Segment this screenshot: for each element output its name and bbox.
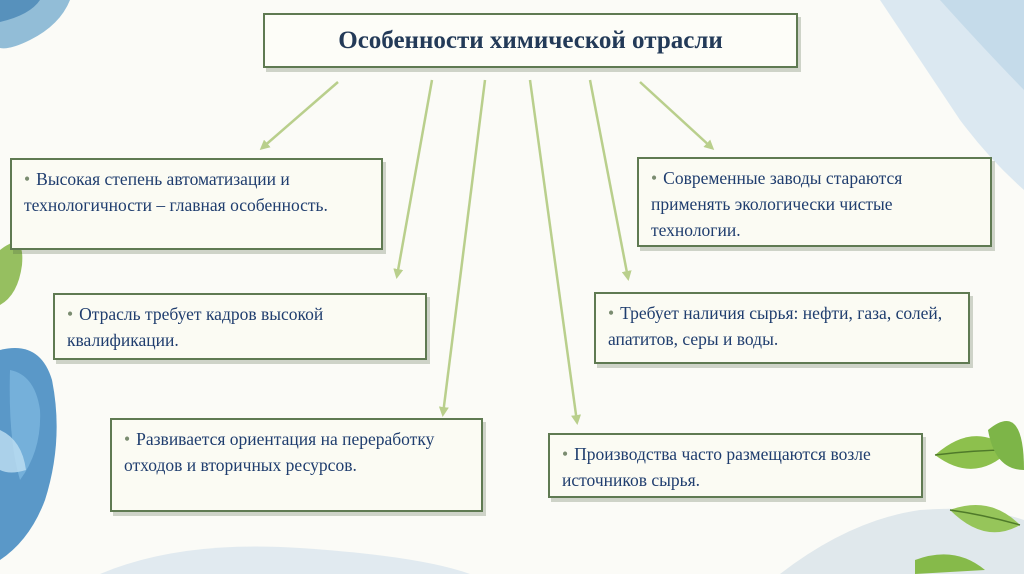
- arrow-to-right-item-3: [528, 79, 582, 425]
- right-item-1-text: Современные заводы стараются применять э…: [651, 168, 903, 240]
- right-item-3: •Производства часто размещаются возле ис…: [548, 433, 923, 498]
- right-item-1: •Современные заводы стараются применять …: [637, 157, 992, 247]
- arrow-to-left-item-3: [438, 79, 487, 417]
- bullet-marker: •: [67, 304, 74, 324]
- left-item-1: •Высокая степень автоматизации и техноло…: [10, 158, 383, 250]
- left-item-3-text: Развивается ориентация на переработку от…: [124, 429, 435, 475]
- left-item-3: •Развивается ориентация на переработку о…: [110, 418, 483, 512]
- bullet-marker: •: [651, 168, 658, 188]
- right-item-2-text: Требует наличия сырья: нефти, газа, соле…: [608, 303, 943, 349]
- left-item-1-text: Высокая степень автоматизации и технолог…: [24, 169, 328, 215]
- bullet-marker: •: [562, 444, 569, 464]
- right-item-2: •Требует наличия сырья: нефти, газа, сол…: [594, 292, 970, 364]
- bullet-marker: •: [24, 169, 31, 189]
- right-item-3-text: Производства часто размещаются возле ист…: [562, 444, 871, 490]
- arrow-to-right-item-2: [588, 79, 632, 281]
- bullet-marker: •: [124, 429, 131, 449]
- diagram-title: Особенности химической отрасли: [263, 13, 798, 68]
- left-item-2: •Отрасль требует кадров высокой квалифик…: [53, 293, 427, 360]
- arrow-to-left-item-1: [259, 81, 339, 150]
- arrow-to-left-item-2: [393, 79, 434, 279]
- left-item-2-text: Отрасль требует кадров высокой квалифика…: [67, 304, 324, 350]
- bullet-marker: •: [608, 303, 615, 323]
- diagram-title-text: Особенности химической отрасли: [338, 26, 723, 54]
- arrow-to-right-item-1: [639, 81, 715, 151]
